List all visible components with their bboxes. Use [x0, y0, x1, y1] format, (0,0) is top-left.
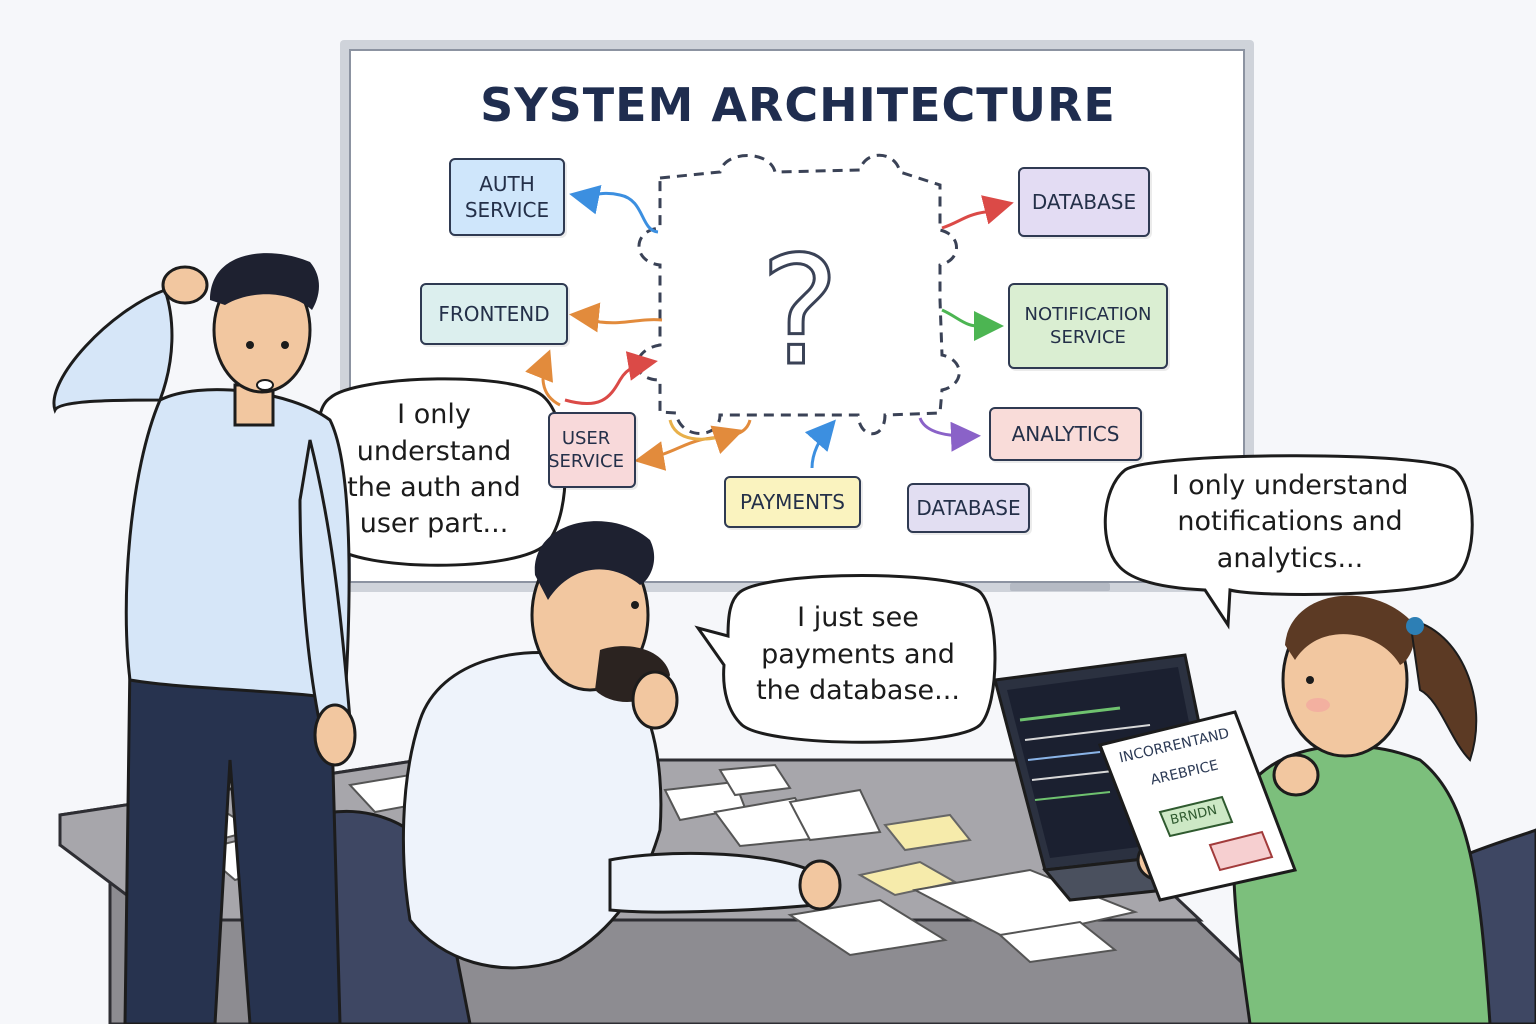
whiteboard-title: SYSTEM ARCHITECTURE: [480, 78, 1116, 132]
handheld-document: [1097, 710, 1298, 902]
arrow-up-orange: [525, 349, 561, 407]
seated-bearded-man: [401, 521, 842, 970]
puzzle-outline: [636, 153, 961, 436]
node-analytics: ANALYTICS: [989, 407, 1142, 461]
arrow-red-left: [564, 351, 658, 406]
node-database-bottom: DATABASE: [907, 483, 1030, 533]
node-notification-service: NOTIFICATION SERVICE: [1008, 283, 1168, 369]
arrow-yellow: [668, 419, 744, 454]
node-user-service: USER SERVICE: [548, 412, 636, 488]
node-database-right: DATABASE: [1018, 167, 1150, 237]
node-payments: PAYMENTS: [724, 476, 861, 528]
standing-person: [52, 253, 357, 1024]
question-mark-icon: ?: [759, 224, 842, 401]
arrow-from-payments: [804, 419, 836, 469]
arrow-to-analytics: [918, 417, 981, 452]
arrow-to-auth: [569, 184, 659, 234]
speech-bubble-middle: I just see payments and the database...: [756, 602, 960, 707]
bubble-middle-shape: [694, 574, 997, 744]
arrow-to-notification: [941, 308, 1004, 341]
node-auth-service: AUTH SERVICE: [449, 158, 565, 236]
speech-bubble-left: I only understand the auth and user part…: [347, 399, 521, 540]
arrow-to-frontend: [569, 302, 663, 333]
speech-bubble-right: I only understand notifications and anal…: [1171, 469, 1409, 574]
bubble-right-shape: [1103, 454, 1474, 630]
arrow-to-database: [941, 195, 1014, 230]
node-frontend: FRONTEND: [420, 283, 568, 345]
